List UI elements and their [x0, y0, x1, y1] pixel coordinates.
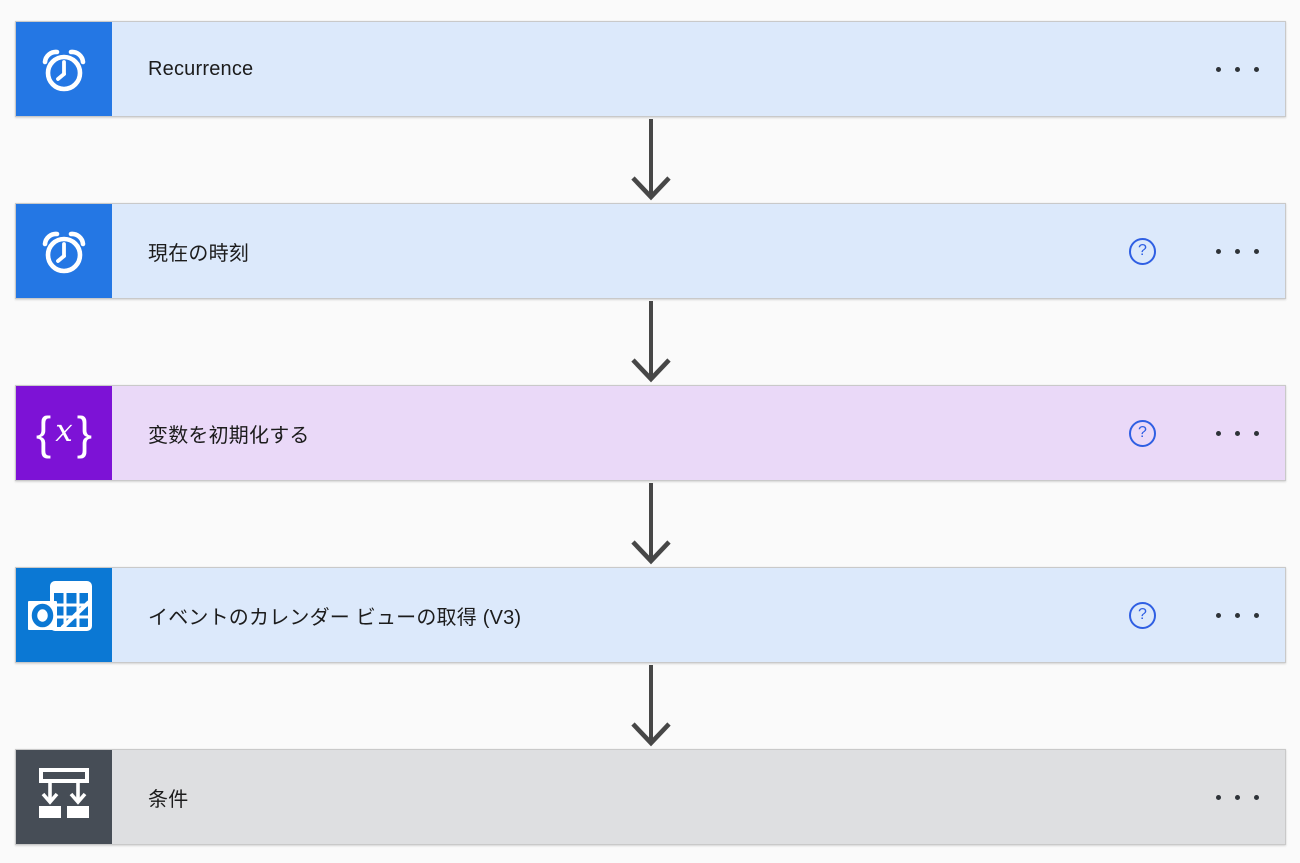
connector-arrow: [15, 299, 1286, 385]
ellipsis-icon: [1235, 66, 1240, 72]
ellipsis-icon: [1235, 612, 1240, 618]
ellipsis-icon: [1254, 612, 1259, 618]
initialize-variable-icon: {x}: [16, 386, 112, 480]
more-actions-button[interactable]: [1212, 57, 1263, 82]
ellipsis-icon: [1254, 66, 1259, 72]
outlook-calendar-icon: [16, 568, 112, 662]
step-card-get-calendar-view[interactable]: イベントのカレンダー ビューの取得 (V3) ?: [15, 567, 1286, 663]
ellipsis-icon: [1235, 794, 1240, 800]
more-actions-button[interactable]: [1212, 421, 1263, 446]
ellipsis-icon: [1216, 248, 1221, 254]
ellipsis-icon: [1216, 430, 1221, 436]
more-actions-button[interactable]: [1212, 603, 1263, 628]
ellipsis-icon: [1216, 612, 1221, 618]
help-icon[interactable]: ?: [1129, 419, 1156, 447]
connector-arrow: [15, 663, 1286, 749]
step-card-current-time[interactable]: 現在の時刻 ?: [15, 203, 1286, 299]
help-icon[interactable]: ?: [1129, 601, 1156, 629]
ellipsis-icon: [1216, 794, 1221, 800]
step-title: 条件: [148, 788, 189, 811]
ellipsis-icon: [1254, 248, 1259, 254]
ellipsis-icon: [1254, 794, 1259, 800]
ellipsis-icon: [1235, 248, 1240, 254]
brace-glyph: {: [35, 407, 52, 459]
help-icon[interactable]: ?: [1129, 237, 1156, 265]
step-card-recurrence[interactable]: Recurrence: [15, 21, 1286, 117]
alarm-clock-icon: [16, 204, 112, 298]
ellipsis-icon: [1216, 66, 1221, 72]
more-actions-button[interactable]: [1212, 239, 1263, 264]
flow-designer-canvas: Recurrence 現在の時刻 ? {x} 変数: [15, 21, 1286, 845]
ellipsis-icon: [1254, 430, 1259, 436]
x-glyph: x: [55, 412, 73, 449]
ellipsis-icon: [1235, 430, 1240, 436]
step-title: イベントのカレンダー ビューの取得 (V3): [148, 606, 522, 629]
connector-arrow: [15, 117, 1286, 203]
more-actions-button[interactable]: [1212, 785, 1263, 810]
step-title: 変数を初期化する: [148, 424, 310, 447]
step-card-condition[interactable]: 条件: [15, 749, 1286, 845]
connector-arrow: [15, 481, 1286, 567]
step-card-initialize-variable[interactable]: {x} 変数を初期化する ?: [15, 385, 1286, 481]
step-title: Recurrence: [148, 57, 254, 80]
brace-glyph: }: [76, 407, 93, 459]
condition-branch-icon: [16, 750, 112, 844]
alarm-clock-icon: [16, 22, 112, 116]
step-title: 現在の時刻: [148, 242, 249, 265]
